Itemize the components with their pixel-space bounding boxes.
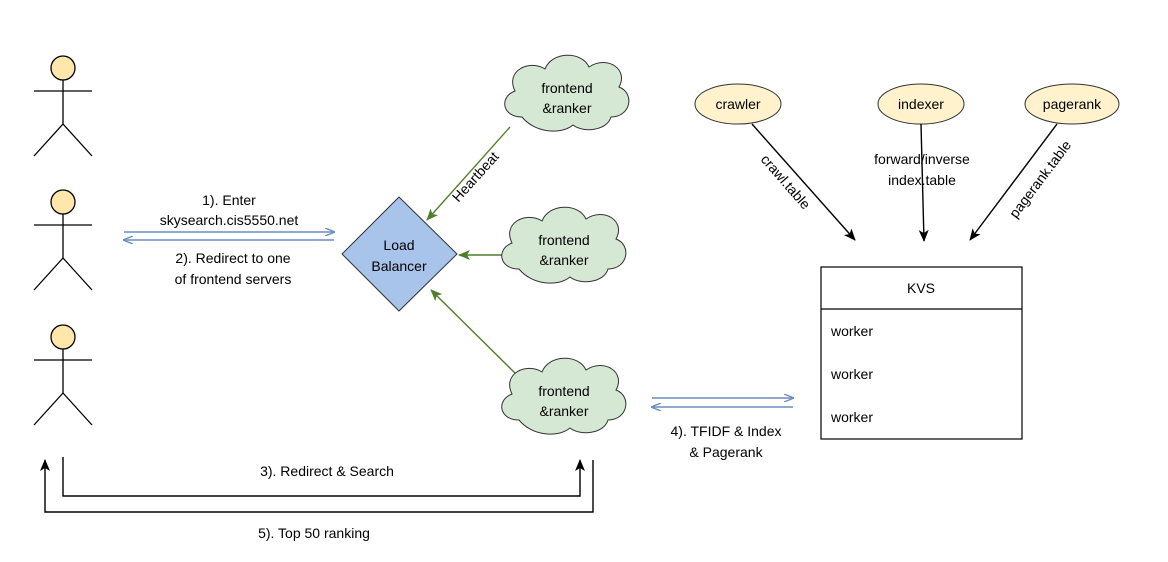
user-head <box>50 189 76 215</box>
frontend-cloud-1: frontend &ranker <box>504 54 630 132</box>
enter-label-line2: skysearch.cis5550.net <box>160 212 299 228</box>
heartbeat-label: Heartbeat <box>449 148 502 204</box>
user-figure-1 <box>33 55 93 157</box>
forward-index-label-line1: forward/inverse <box>874 151 970 167</box>
load-balancer-label-line1: Load <box>383 237 414 253</box>
tfidf-label-line1: 4). TFIDF & Index <box>671 423 782 439</box>
pagerank-node: pagerank <box>1024 83 1120 125</box>
redirect-search-arrow <box>62 457 585 497</box>
frontend-label-line1: frontend <box>541 80 592 96</box>
frontend-label-line2: &ranker <box>539 403 588 419</box>
crawl-table-label: crawl.table <box>758 151 814 212</box>
kvs-worker-3: worker <box>830 409 873 425</box>
crawler-label: crawler <box>715 96 760 112</box>
frontend-cloud-3: frontend &ranker <box>501 357 627 435</box>
redirect-search-label: 3). Redirect & Search <box>260 463 394 479</box>
enter-label-line1: 1). Enter <box>202 192 256 208</box>
crawler-node: crawler <box>694 83 782 125</box>
indexer-node: indexer <box>877 83 965 125</box>
indexer-label: indexer <box>898 96 944 112</box>
user-head <box>50 55 76 81</box>
top50-label: 5). Top 50 ranking <box>258 525 370 541</box>
user-figure-2 <box>33 189 93 291</box>
pagerank-to-kvs-arrow <box>969 123 1058 241</box>
redirect-label-line2: of frontend servers <box>175 271 292 287</box>
user-head <box>50 324 76 350</box>
heartbeat-arrow-top <box>426 126 511 221</box>
load-balancer: Load Balancer <box>341 196 458 312</box>
kvs-title: KVS <box>907 280 935 296</box>
frontend-label-line2: &ranker <box>539 252 588 268</box>
pagerank-label: pagerank <box>1043 96 1102 112</box>
frontend-cloud-2: frontend &ranker <box>501 206 627 284</box>
heartbeat-arrow-bottom <box>430 289 519 377</box>
crawler-to-kvs-arrow <box>751 123 856 241</box>
indexer-to-kvs-arrow <box>918 123 929 242</box>
frontend-label-line2: &ranker <box>542 100 591 116</box>
frontend-label-line1: frontend <box>538 383 589 399</box>
top50-ranking-arrow <box>40 459 594 513</box>
user-figure-3 <box>33 324 93 426</box>
kvs-worker-2: worker <box>830 366 873 382</box>
redirect-label-line1: 2). Redirect to one <box>175 250 290 266</box>
kvs-box: KVS worker worker worker <box>820 266 1023 440</box>
frontend-label-line1: frontend <box>538 232 589 248</box>
load-balancer-label-line2: Balancer <box>371 258 427 274</box>
kvs-worker-1: worker <box>830 323 873 339</box>
tfidf-label-line2: & Pagerank <box>689 444 763 460</box>
forward-index-label-line2: index.table <box>888 172 956 188</box>
